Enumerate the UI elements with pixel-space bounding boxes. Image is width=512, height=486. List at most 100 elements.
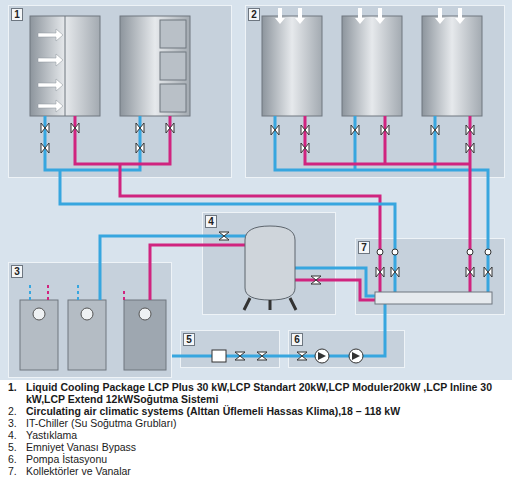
- callout-number: 7: [358, 241, 370, 254]
- collector-manifold: [377, 249, 383, 255]
- rack-group-2: [431, 125, 439, 135]
- list-text: Kollektörler ve Vanalar: [26, 465, 504, 477]
- callout-number: 3: [11, 265, 23, 278]
- rack-group-1: [65, 16, 66, 116]
- chiller-units: [124, 300, 166, 370]
- callout-number: 4: [205, 215, 217, 228]
- bypass-valve: [212, 350, 226, 362]
- chiller-units: [68, 300, 106, 370]
- list-number: 3.: [0, 417, 26, 429]
- list-text: Liquid Cooling Package LCP Plus 30 kW,LC…: [26, 381, 504, 405]
- collector-manifold: [355, 238, 492, 315]
- pump-station: [349, 349, 363, 363]
- list-number: 7.: [0, 465, 26, 477]
- pipe-line: [384, 315, 387, 330]
- list-text: Pompa İstasyonu: [26, 453, 504, 465]
- caption-item: 5.Emniyet Vanası Bypass: [0, 441, 512, 453]
- caption-item: 1.Liquid Cooling Package LCP Plus 30 kW,…: [0, 381, 512, 405]
- rack-group-2: [466, 143, 474, 153]
- collector-manifold: [484, 267, 492, 277]
- pipe-line: [469, 178, 472, 238]
- list-text: Circulating air climatic systems (Alttan…: [26, 405, 504, 417]
- list-text: IT-Chiller (Su Soğutma Grubları): [26, 417, 504, 429]
- bypass-valve: [180, 355, 280, 358]
- plant-illustration: [0, 0, 512, 380]
- buffer-tank: [245, 226, 295, 300]
- component-panel: 6: [288, 330, 405, 368]
- rack-group-1: [160, 20, 186, 48]
- rack-group-1: [41, 143, 49, 153]
- rack-group-1: [166, 123, 174, 133]
- rack-group-1: [38, 29, 63, 112]
- rack-group-2: [305, 116, 470, 178]
- rack-group-1: [160, 84, 186, 112]
- chiller-units: [99, 262, 102, 300]
- pipe-line: [487, 178, 490, 238]
- collector-manifold: [485, 249, 491, 255]
- buffer-tank: [311, 276, 321, 284]
- pipe-connector: [172, 356, 180, 357]
- caption-list: 1.Liquid Cooling Package LCP Plus 30 kW,…: [0, 381, 512, 486]
- rack-group-1: [41, 123, 49, 133]
- collector-manifold: [355, 280, 375, 300]
- list-number: 1.: [0, 381, 26, 405]
- collector-manifold: [375, 292, 492, 304]
- callout-number: 5: [183, 333, 195, 346]
- rack-group-2: [466, 125, 474, 135]
- pump-station: [315, 349, 329, 363]
- pump-station: [318, 352, 326, 360]
- chiller-units: [20, 300, 58, 370]
- buffer-tank: [202, 226, 336, 310]
- buffer-tank: [292, 267, 336, 270]
- caption-item: 7.Kollektörler ve Vanalar: [0, 465, 512, 477]
- pump-station: [352, 352, 360, 360]
- callout-number: 2: [248, 8, 260, 21]
- list-text: Yastıklama: [26, 429, 504, 441]
- pipe-layer: [0, 0, 512, 380]
- pipe-line: [172, 355, 180, 358]
- pipe-connector: [336, 268, 355, 280]
- rack-group-2: [351, 125, 359, 135]
- list-number: 4.: [0, 429, 26, 441]
- rack-group-1: [45, 116, 140, 178]
- pipe-connector: [470, 178, 488, 238]
- list-number: 6.: [0, 453, 26, 465]
- chiller-units: [149, 262, 152, 300]
- caption-item: 6.Pompa İstasyonu: [0, 453, 512, 465]
- rack-group-2: [342, 16, 402, 116]
- buffer-tank: [244, 298, 296, 310]
- chiller-units: [48, 284, 124, 300]
- buffer-tank: [202, 244, 248, 247]
- list-number: 2.: [0, 405, 26, 417]
- rack-group-2: [262, 16, 322, 116]
- chiller-units: [81, 308, 93, 320]
- rack-group-1: [136, 143, 144, 153]
- list-number: 5.: [0, 441, 26, 453]
- caption-item: 4.Yastıklama: [0, 429, 512, 441]
- collector-manifold: [391, 267, 399, 277]
- chiller-units: [30, 284, 78, 300]
- pipe-line: [60, 178, 395, 238]
- chiller-units: [20, 262, 166, 370]
- buffer-tank: [219, 232, 229, 240]
- bypass-valve: [257, 352, 267, 360]
- pipe-connector: [280, 356, 288, 357]
- caption-item: 3.IT-Chiller (Su Soğutma Grubları): [0, 417, 512, 429]
- pipe-line: [336, 279, 355, 282]
- pipe-line: [100, 236, 202, 262]
- pipe-line: [336, 267, 355, 270]
- rack-group-2: [275, 116, 488, 178]
- callout-number: 6: [291, 333, 303, 346]
- chiller-units: [139, 308, 151, 320]
- list-text: Emniyet Vanası Bypass: [26, 441, 504, 453]
- rack-group-2: [422, 16, 482, 116]
- rack-group-1: [136, 123, 144, 133]
- pipe-line: [120, 178, 380, 238]
- collector-manifold: [467, 249, 473, 255]
- collector-manifold: [395, 238, 488, 292]
- pipe-connector: [100, 236, 202, 262]
- rack-group-1: [160, 52, 186, 80]
- pipe-line: [280, 355, 288, 358]
- collector-manifold: [355, 268, 375, 296]
